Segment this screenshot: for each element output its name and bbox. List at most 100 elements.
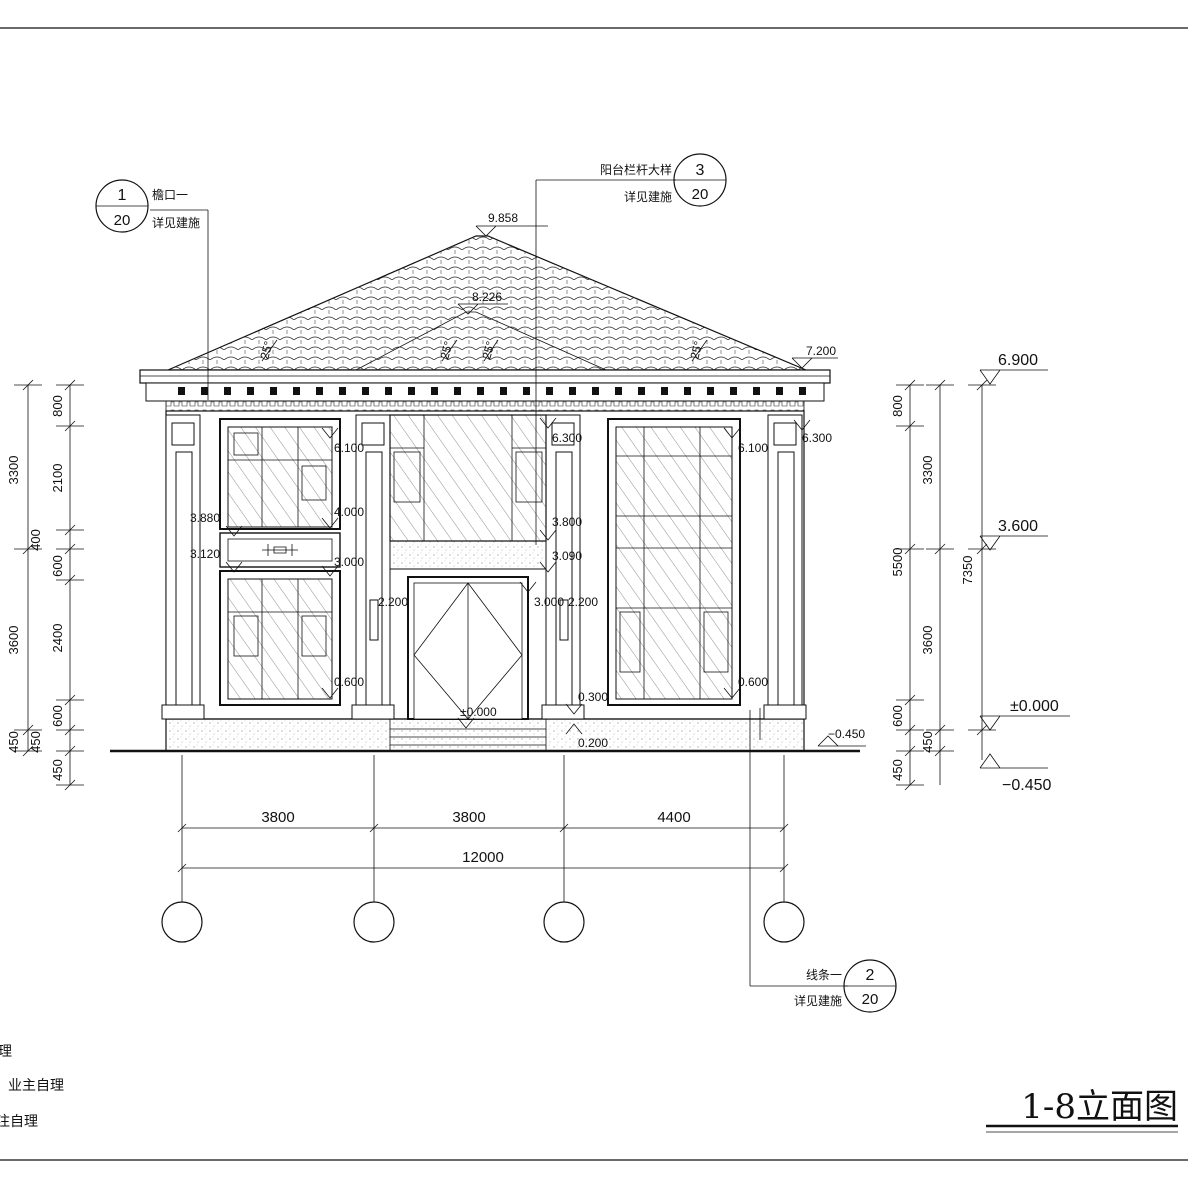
left-dimensions	[14, 379, 84, 791]
ldim-inner-3: 600	[50, 555, 65, 577]
callout-3-line1: 阳台栏杆大样	[600, 162, 672, 177]
dentil	[638, 387, 645, 395]
axis-bubble-1	[161, 901, 203, 943]
elev-right-window-top: 6.100	[738, 441, 768, 455]
elev-right-sill: 0.600	[738, 675, 768, 689]
ldim-inner-4: 2400	[50, 624, 65, 653]
elev-center-top: 6.300	[552, 431, 582, 445]
callout-1-sheet: 20	[114, 212, 131, 229]
callout-2: 2 20 线条一 详见建施	[794, 959, 897, 1013]
dentil	[500, 387, 507, 395]
dentil	[776, 387, 783, 395]
ldim-outer-3: 450	[50, 759, 65, 781]
bay-3: 4400	[657, 809, 690, 826]
dentil	[753, 387, 760, 395]
facade-annotations: 6.100 4.000 3.880 3.120 3.000 0.600 6.30…	[190, 431, 865, 750]
rdim-6: 450	[890, 759, 905, 781]
callout-leaders	[150, 179, 848, 987]
dentil	[569, 387, 576, 395]
callout-1-num: 1	[118, 187, 127, 204]
note-3: 注自理	[0, 1114, 38, 1130]
note-1: 理	[0, 1044, 12, 1060]
dentil	[546, 387, 553, 395]
roof	[139, 235, 831, 412]
callout-2-num: 2	[866, 967, 875, 984]
callout-2-line1: 线条一	[806, 968, 842, 982]
dentil	[684, 387, 691, 395]
dentil	[592, 387, 599, 395]
dentil	[270, 387, 277, 395]
ldim-outer-0: 3300	[6, 456, 21, 485]
bay-total: 12000	[462, 849, 504, 866]
axis-bubble-4	[763, 901, 805, 943]
annotation-markers	[225, 417, 811, 735]
right-dimensions	[896, 379, 996, 791]
rdim-2: 5500	[890, 548, 905, 577]
sheet-frame	[0, 27, 1188, 1161]
ldim-outer-2: 450	[6, 731, 21, 753]
ldim-inner-1: 2100	[50, 464, 65, 493]
elev-door-floor: ±0.000	[460, 705, 497, 719]
ldim-outer-1: 3600	[6, 626, 21, 655]
axis-bubble-2	[353, 901, 395, 943]
level-markers	[457, 225, 1070, 769]
callout-3: 3 20 阳台栏杆大样 详见建施	[600, 153, 727, 207]
elev-step-bot: 0.200	[578, 736, 608, 750]
slope-2: 25°	[437, 339, 455, 360]
elev-right-top: 6.300	[802, 431, 832, 445]
dentil	[224, 387, 231, 395]
ldim-inner-0: 800	[50, 395, 65, 417]
rdim-0: 800	[890, 395, 905, 417]
right-dim-texts: 800 3300 5500 3600 600 450 450 7350	[890, 395, 975, 781]
callout-2-sheet: 20	[862, 991, 879, 1008]
elev-lamp-left: 2.200	[378, 595, 408, 609]
callout-1-line1: 檐口一	[152, 188, 188, 202]
rdim-3: 3600	[920, 626, 935, 655]
dentil	[293, 387, 300, 395]
elev-left-window-top: 6.100	[334, 441, 364, 455]
level-ground: ±0.000	[1010, 698, 1059, 715]
rdim-4: 600	[890, 705, 905, 727]
ldim-inner-2: 400	[28, 529, 43, 551]
notes: 理 业主自理 注自理	[0, 1044, 64, 1130]
ridge-elevation: 9.858	[488, 211, 518, 225]
dentil	[201, 387, 208, 395]
elev-left-mid-top: 4.000	[334, 505, 364, 519]
rdim-total: 7350	[960, 556, 975, 585]
left-dim-texts: 3300 3600 450 450 800 2100 400 600 2400 …	[6, 395, 65, 781]
level-second: 3.600	[998, 518, 1038, 535]
rdim-1: 3300	[920, 456, 935, 485]
note-2: 业主自理	[8, 1078, 64, 1094]
elev-grade: −0.450	[828, 727, 865, 741]
eave-elevation: 7.200	[806, 344, 836, 358]
slope-4: 25°	[687, 339, 705, 360]
elev-lamp-right: 2.200	[568, 595, 598, 609]
dentil	[477, 387, 484, 395]
dentil	[454, 387, 461, 395]
elev-door-head: 3.000	[534, 595, 564, 609]
slope-1: 25°	[257, 339, 275, 360]
axis-grid	[161, 755, 805, 943]
callout-1: 1 20 檐口一 详见建施	[95, 179, 200, 233]
rdim-5: 450	[920, 731, 935, 753]
elev-center-band-bot: 3.090	[552, 549, 582, 563]
callout-2-line2: 详见建施	[794, 993, 842, 1008]
dentil	[730, 387, 737, 395]
callout-1-line2: 详见建施	[152, 215, 200, 230]
drawing-title: 1-8立面图	[1021, 1087, 1178, 1127]
dentil	[408, 387, 415, 395]
axis-bubble-3	[543, 901, 585, 943]
dentil	[523, 387, 530, 395]
callout-3-num: 3	[696, 162, 705, 179]
dentil	[707, 387, 714, 395]
facade	[110, 410, 860, 753]
dentil	[339, 387, 346, 395]
ldim-inner-6: 450	[28, 731, 43, 753]
elev-step-top: 0.300	[578, 690, 608, 704]
plan-dim-texts: 3800 3800 4400 12000	[261, 809, 690, 866]
elev-left-band-top: 3.880	[190, 511, 220, 525]
bay-2: 3800	[452, 809, 485, 826]
level-below: −0.450	[1002, 777, 1051, 794]
slope-3: 25°	[479, 339, 497, 360]
